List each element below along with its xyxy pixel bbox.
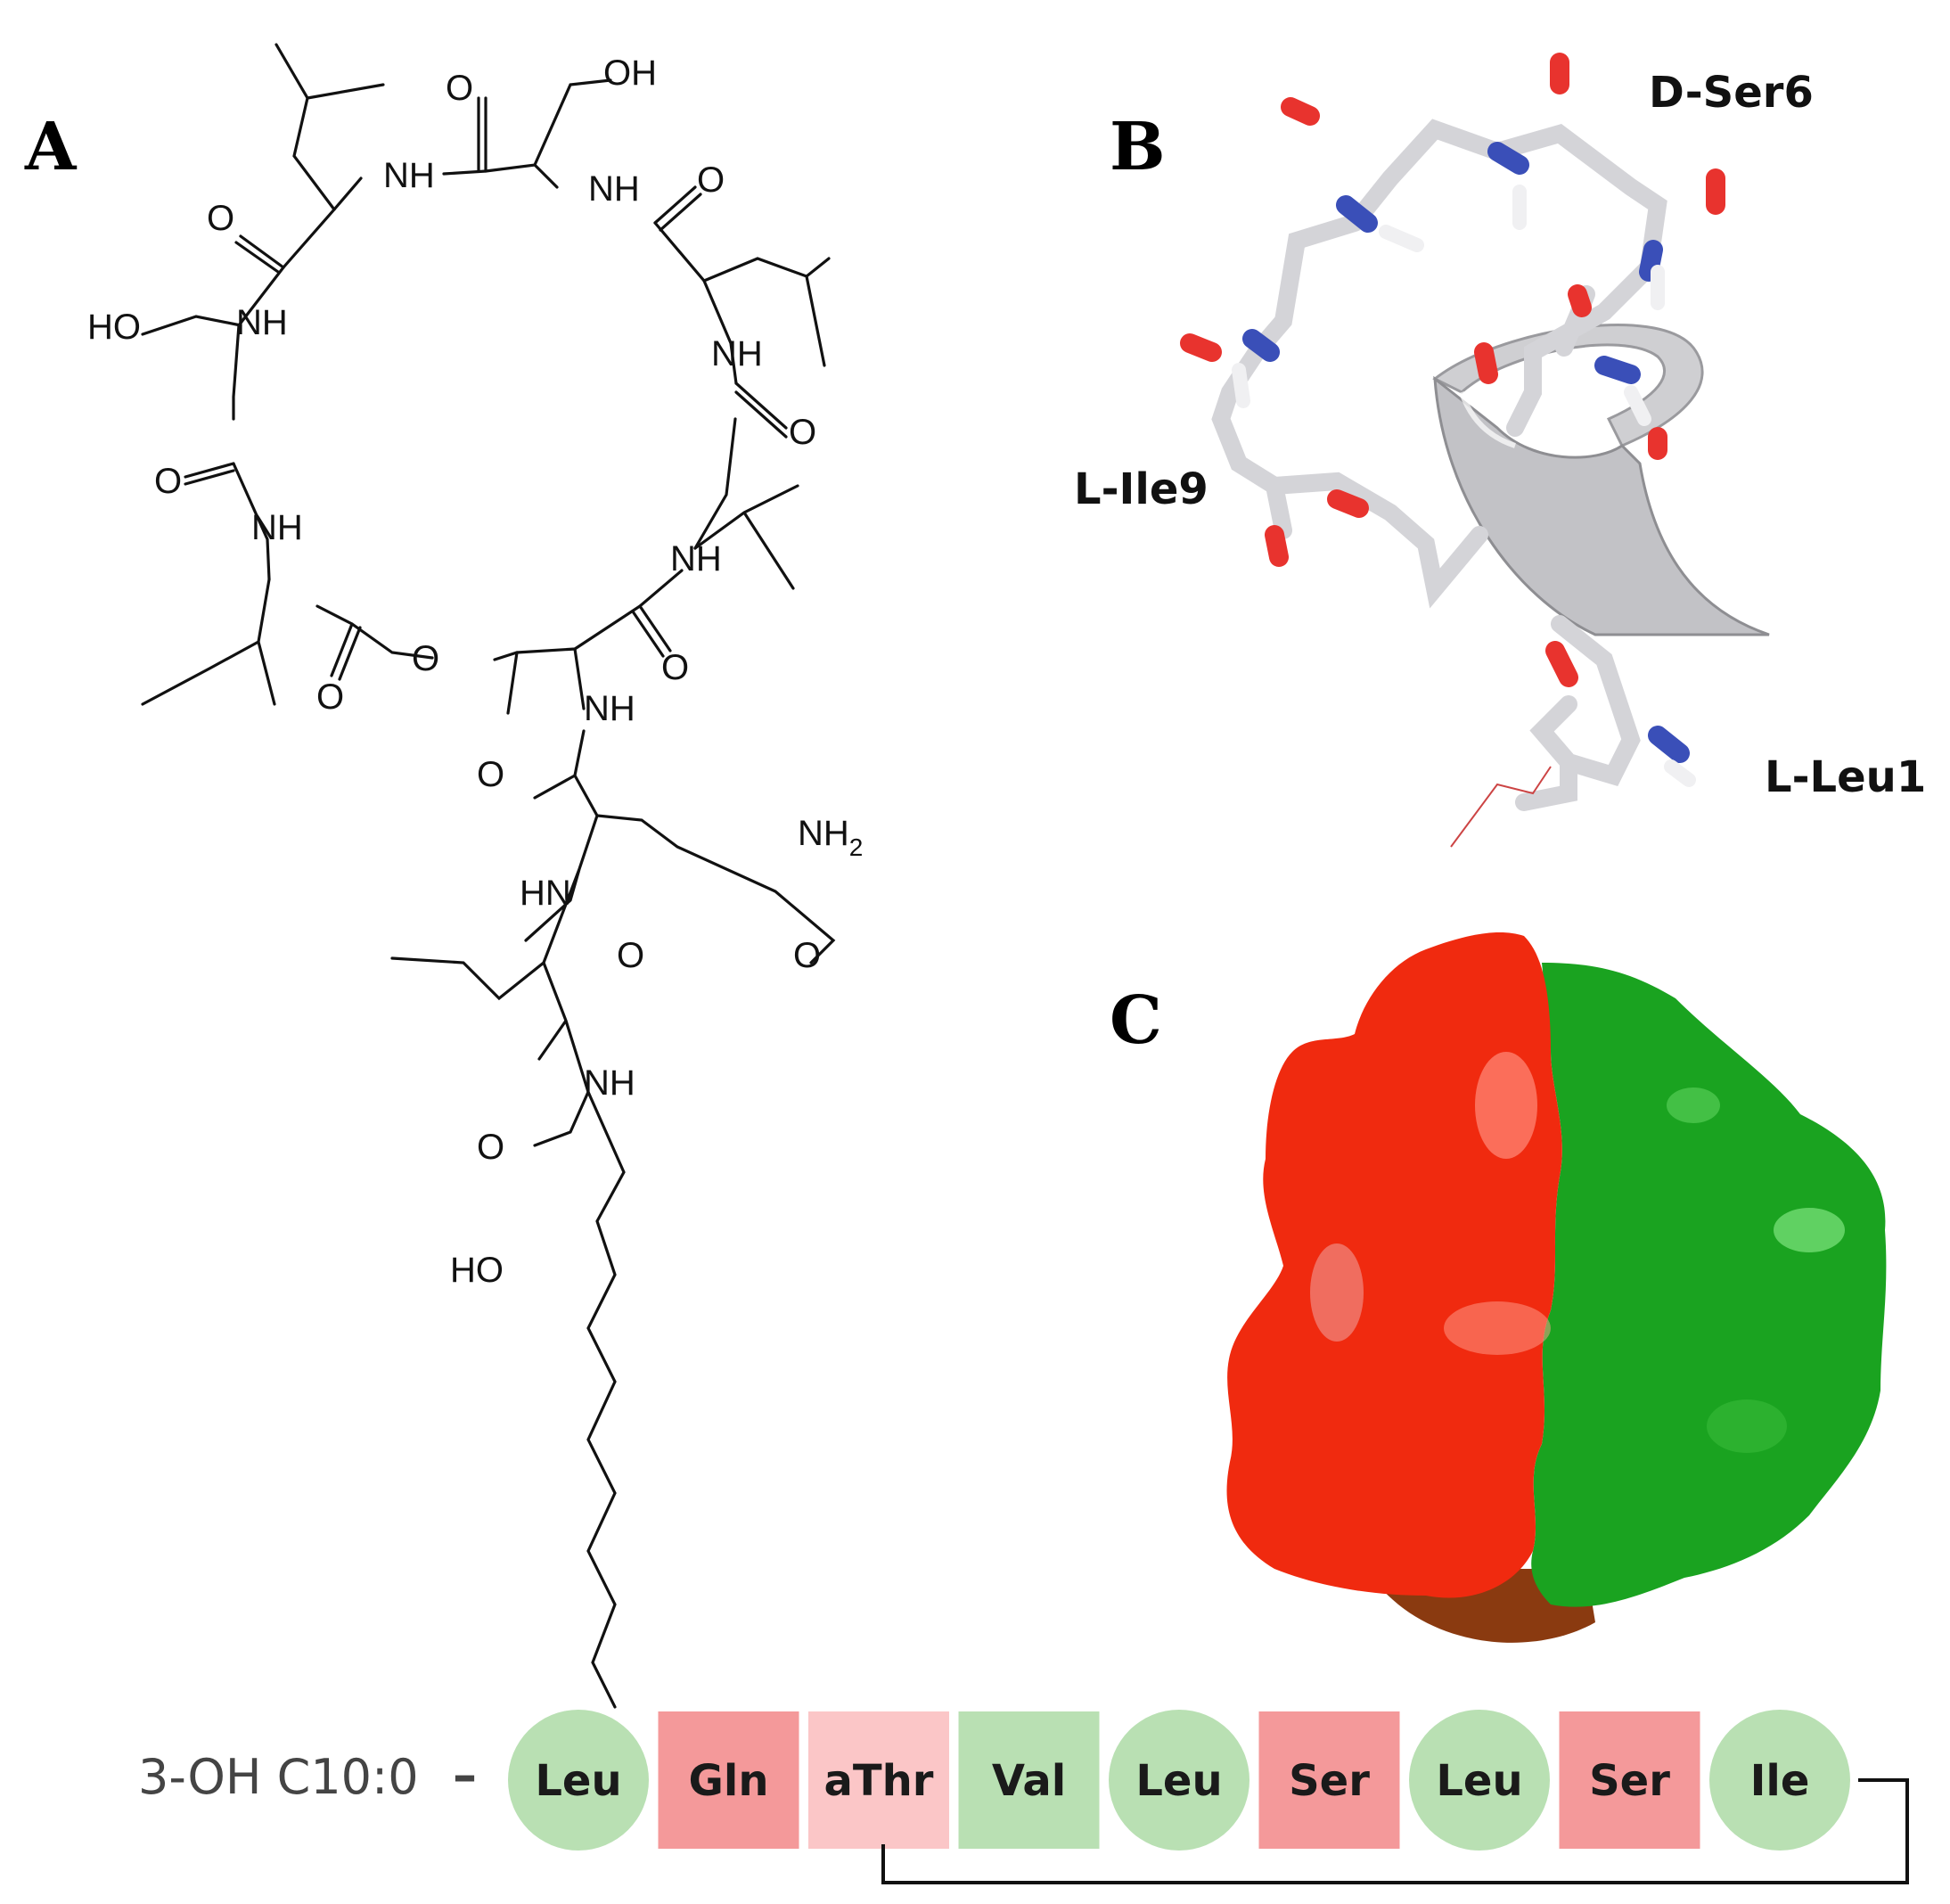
residue-label-9: Ile [1750, 1756, 1810, 1806]
label-nh-5: NH [251, 508, 303, 547]
oxygen-atoms [1180, 53, 1725, 687]
label-o-8: O [477, 755, 504, 794]
surface-highlight-red-2 [1444, 1301, 1551, 1355]
surface-highlight-green [1774, 1208, 1845, 1252]
label-nh-7: NH [584, 689, 635, 728]
chemical-structure: OH NH NH O O O HO NH NH O O NH NH O O O … [87, 43, 863, 1709]
panel-b: B D-Ser6 L-Ile9 L-Leu1 [1074, 53, 1926, 848]
label-nh-4: NH [711, 334, 763, 373]
label-ho-chain: HO [450, 1251, 504, 1290]
surface-highlight-pale [1310, 1243, 1364, 1342]
residue-label-7: Leu [1436, 1756, 1522, 1806]
label-hn: HN [520, 874, 571, 913]
lipid-dash: – [453, 1747, 477, 1803]
residue-square-3 [808, 1711, 949, 1849]
residue-label-2: Gln [688, 1756, 768, 1806]
label-o-6: O [316, 677, 344, 717]
label-ho-left: HO [87, 308, 141, 347]
hydrogen-atoms [1232, 185, 1696, 787]
residue-circle-7 [1409, 1710, 1550, 1851]
label-o-10: O [793, 936, 821, 975]
tail-bonds [390, 729, 836, 1709]
stick-model [1180, 53, 1725, 848]
residue-square-4 [958, 1711, 1100, 1849]
carbonyl-bonds [184, 96, 788, 681]
panel-c: C [1110, 931, 1887, 1643]
residue-circle-5 [1109, 1710, 1249, 1851]
label-nh-3: NH [236, 303, 288, 342]
label-o-9: O [617, 936, 644, 975]
label-l-ile9: L-Ile9 [1074, 464, 1209, 514]
label-o-ring: O [412, 639, 439, 678]
residue-label-3: aThr [824, 1756, 934, 1806]
residue-circle-1 [508, 1710, 649, 1851]
surface-highlight-green-2 [1667, 1087, 1720, 1123]
thin-bond-line [1450, 766, 1552, 848]
cyclization-link [881, 1778, 1909, 1884]
lipid-tail-label: 3-OH C10:0 [138, 1749, 419, 1805]
residue-label-1: Leu [535, 1756, 621, 1806]
label-nh-2: NH [588, 169, 640, 209]
residue-label-4: Val [992, 1756, 1066, 1806]
label-oh-top: OH [603, 53, 657, 93]
hydrophilic-surface [1226, 931, 1562, 1598]
residue-label-6: Ser [1289, 1756, 1370, 1806]
label-o-2: O [207, 199, 234, 238]
panel-c-letter: C [1110, 982, 1162, 1059]
residue-square-8 [1559, 1711, 1700, 1849]
label-o-4: O [789, 413, 816, 452]
residue-chain: Leu Gln aThr Val Leu Ser Leu Ser Ile [508, 1710, 1850, 1851]
residue-square-2 [658, 1711, 799, 1849]
label-nh2: NH2 [798, 814, 863, 861]
molecular-surface [1226, 931, 1887, 1643]
label-d-ser6: D-Ser6 [1649, 68, 1814, 118]
residue-circle-9 [1709, 1710, 1850, 1851]
label-o-1: O [446, 69, 473, 108]
nitrogen-atoms [1242, 142, 1690, 763]
surface-highlight-green-3 [1707, 1399, 1787, 1453]
label-o-3: O [697, 160, 725, 200]
surface-highlight-red [1475, 1052, 1537, 1159]
label-o-5: O [154, 462, 182, 501]
label-o-11: O [477, 1128, 504, 1167]
panel-a-letter: A [24, 109, 78, 185]
label-o-7: O [661, 648, 689, 687]
residue-square-6 [1258, 1711, 1400, 1849]
sequence-bar: 3-OH C10:0 – Leu Gln aThr Val Leu Ser Leu Ser Il… [138, 1710, 1909, 1884]
panel-b-letter: B [1110, 109, 1166, 185]
label-nh-6: NH [670, 539, 722, 579]
carbon-sticks [1211, 119, 1667, 811]
label-nh-8: NH [584, 1063, 635, 1103]
label-l-leu1: L-Leu1 [1765, 752, 1926, 802]
residue-label-8: Ser [1589, 1756, 1670, 1806]
side-chain-bonds [141, 43, 831, 715]
panel-a: A OH NH NH O O O HO NH NH O O NH NH O O [24, 43, 863, 1709]
ring-bonds [232, 163, 738, 661]
residue-label-5: Leu [1135, 1756, 1222, 1806]
hydrophobic-surface [1531, 963, 1887, 1607]
label-nh-1: NH [383, 156, 435, 195]
